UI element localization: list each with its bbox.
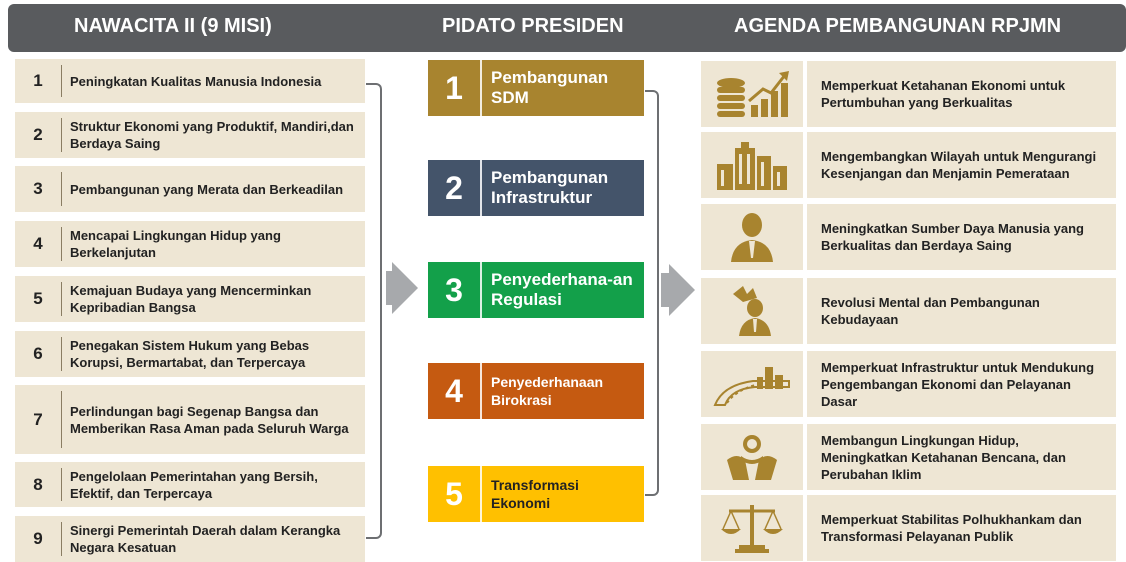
agenda-text: Revolusi Mental dan Pembangunan Kebudaya… — [807, 278, 1116, 344]
misi-divider — [61, 522, 62, 556]
hands-globe-icon — [727, 435, 777, 480]
misi-item-7: 7 Perlindungan bagi Segenap Bangsa dan M… — [15, 385, 365, 454]
header-bar — [8, 4, 1126, 52]
pidato-number: 1 — [445, 69, 463, 106]
misi-text: Sinergi Pemerintah Daerah dalam Kerangka… — [70, 523, 341, 555]
misi-item-9: 9 Sinergi Pemerintah Daerah dalam Kerang… — [15, 516, 365, 562]
garuda-person-icon — [733, 286, 771, 336]
misi-number: 8 — [33, 474, 43, 494]
agenda-item-1: Memperkuat Ketahanan Ekonomi untuk Pertu… — [701, 61, 1116, 127]
pidato-text: Pembangunan SDM — [491, 68, 609, 107]
arrow-right-icon — [669, 264, 695, 316]
agenda-item-6: Membangun Lingkungan Hidup, Meningkatkan… — [701, 424, 1116, 490]
misi-item-5: 5 Kemajuan Budaya yang Mencerminkan Kepr… — [15, 276, 365, 322]
pidato-divider — [480, 363, 482, 419]
misi-text: Kemajuan Budaya yang Mencerminkan Keprib… — [70, 283, 312, 315]
misi-number: 2 — [33, 125, 43, 144]
misi-item-8: 8 Pengelolaan Pemerintahan yang Bersih, … — [15, 462, 365, 507]
misi-item-1: 1 Peningkatan Kualitas Manusia Indonesia — [15, 59, 365, 103]
coins-growth-chart-icon — [717, 71, 789, 117]
arrow-shaft-right — [661, 273, 669, 307]
agenda-item-5: Memperkuat Infrastruktur untuk Mendukung… — [701, 351, 1116, 417]
pidato-divider — [480, 60, 482, 116]
arrow-shaft-left — [386, 271, 392, 305]
pidato-divider — [480, 466, 482, 522]
road-city-icon — [713, 367, 790, 406]
agenda-text: Memperkuat Stabilitas Polhukhankam dan T… — [807, 495, 1116, 561]
header-nawacita: NAWACITA II (9 MISI) — [74, 15, 272, 37]
misi-item-3: 3 Pembangunan yang Merata dan Berkeadila… — [15, 166, 365, 212]
misi-text: Penegakan Sistem Hukum yang Bebas Korups… — [70, 338, 310, 370]
pidato-text: Transformasi Ekonomi — [491, 477, 579, 511]
agenda-text: Memperkuat Ketahanan Ekonomi untuk Pertu… — [807, 61, 1116, 127]
misi-number: 5 — [33, 289, 43, 308]
pidato-item-2: 2 Pembangunan Infrastruktur — [428, 160, 644, 216]
pidato-item-5: 5 Transformasi Ekonomi — [428, 466, 644, 522]
misi-divider — [61, 227, 62, 261]
pidato-item-3: 3 Penyederhana-an Regulasi — [428, 262, 644, 318]
misi-number: 3 — [33, 179, 43, 198]
agenda-text: Meningkatkan Sumber Daya Manusia yang Be… — [807, 204, 1116, 270]
header-pidato-presiden: PIDATO PRESIDEN — [442, 15, 624, 37]
misi-number: 9 — [33, 529, 43, 548]
pidato-item-1: 1 Pembangunan SDM — [428, 60, 644, 116]
agenda-text: Membangun Lingkungan Hidup, Meningkatkan… — [807, 424, 1116, 490]
pidato-divider — [480, 160, 482, 216]
pidato-text: Penyederhana-an Regulasi — [491, 270, 633, 309]
pidato-number: 4 — [445, 372, 463, 409]
header-agenda-rpjmn: AGENDA PEMBANGUNAN RPJMN — [734, 15, 1062, 37]
misi-text: Perlindungan bagi Segenap Bangsa dan Mem… — [70, 403, 349, 436]
businessman-icon — [731, 213, 773, 262]
pidato-number: 3 — [445, 271, 463, 308]
arrow-right-icon — [392, 262, 418, 314]
pidato-text: Penyederhanaan Birokrasi — [491, 374, 604, 408]
agenda-item-2: Mengembangkan Wilayah untuk Mengurangi K… — [701, 132, 1116, 198]
pidato-item-4: 4 Penyederhanaan Birokrasi — [428, 363, 644, 419]
agenda-item-4: Revolusi Mental dan Pembangunan Kebudaya… — [701, 278, 1116, 344]
misi-number: 4 — [33, 234, 43, 253]
agenda-text: Mengembangkan Wilayah untuk Mengurangi K… — [807, 132, 1116, 198]
misi-divider — [61, 65, 62, 97]
misi-divider — [61, 282, 62, 316]
agenda-text: Memperkuat Infrastruktur untuk Mendukung… — [807, 351, 1116, 417]
misi-number: 7 — [33, 409, 43, 429]
misi-bracket — [366, 83, 382, 539]
misi-divider — [61, 391, 62, 448]
misi-item-4: 4 Mencapai Lingkungan Hidup yang Berkela… — [15, 221, 365, 267]
misi-divider — [61, 172, 62, 206]
agenda-item-3: Meningkatkan Sumber Daya Manusia yang Be… — [701, 204, 1116, 270]
justice-scales-icon — [721, 505, 783, 553]
misi-text: Peningkatan Kualitas Manusia Indonesia — [70, 73, 322, 89]
misi-divider — [61, 468, 62, 501]
pidato-bracket — [645, 90, 659, 496]
misi-text: Pembangunan yang Merata dan Berkeadilan — [70, 181, 344, 197]
misi-number: 1 — [33, 71, 43, 90]
misi-text: Pengelolaan Pemerintahan yang Bersih, Ef… — [70, 468, 318, 501]
misi-text: Mencapai Lingkungan Hidup yang Berkelanj… — [70, 228, 281, 260]
misi-text: Struktur Ekonomi yang Produktif, Mandiri… — [70, 119, 354, 151]
misi-divider — [61, 337, 62, 371]
pidato-divider — [480, 262, 482, 318]
pidato-text: Pembangunan Infrastruktur — [491, 168, 609, 207]
agenda-item-7: Memperkuat Stabilitas Polhukhankam dan T… — [701, 495, 1116, 561]
misi-item-2: 2 Struktur Ekonomi yang Produktif, Mandi… — [15, 112, 365, 158]
pidato-number: 2 — [445, 169, 463, 206]
misi-number: 6 — [33, 344, 43, 363]
misi-item-6: 6 Penegakan Sistem Hukum yang Bebas Koru… — [15, 331, 365, 377]
pidato-number: 5 — [445, 475, 463, 512]
city-buildings-icon — [717, 142, 787, 190]
misi-divider — [61, 118, 62, 152]
